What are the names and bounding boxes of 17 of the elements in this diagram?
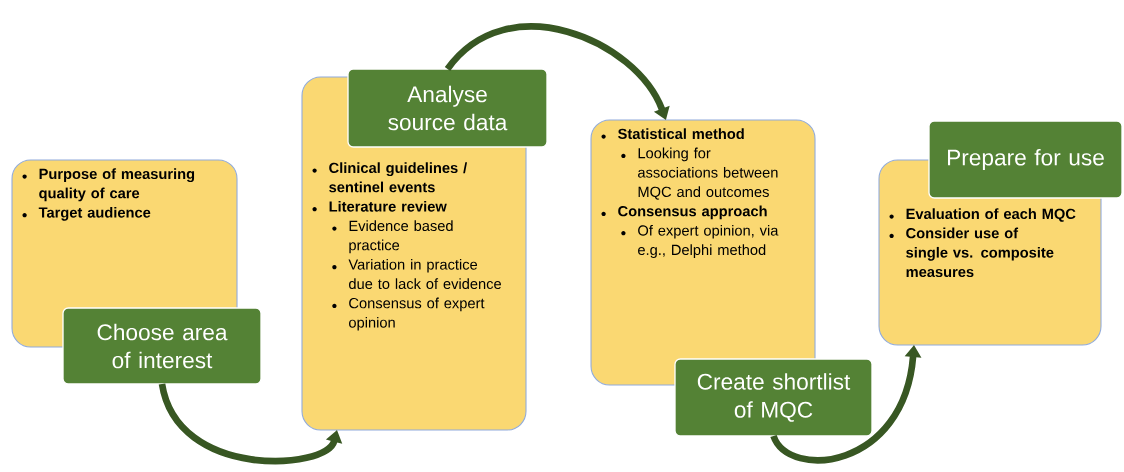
bullet-item: Statistical method [601, 128, 744, 140]
step-header: Prepare for use [928, 120, 1123, 199]
bullet-item: Clinical guidelines / sentinel events [312, 162, 467, 193]
bullet-item: Purpose of measuring quality of care [22, 168, 195, 202]
bullet-item: Consider use of single vs. composite measures [889, 227, 1054, 278]
bullet-item: Literature review [312, 200, 447, 212]
step-header: Create shortlist of MQC [674, 358, 873, 437]
bullet-item: Looking for associations between MQC and outcomes [621, 147, 778, 200]
step-header: Analyse source data [347, 68, 548, 148]
bullet-item: Of expert opinion, via e.g., Delphi method [621, 224, 779, 258]
bullet-item: Variation in practice due to lack of evidence [332, 258, 501, 290]
bullet-item: Evaluation of each MQC [889, 208, 1076, 222]
bullet-item: Target audience [22, 206, 151, 221]
bullet-item: Consensus approach [601, 205, 767, 220]
step-header: Choose area of interest [62, 307, 262, 385]
bullet-item: Consensus of expert opinion [332, 297, 485, 331]
bullet-item: Evidence based practice [332, 220, 453, 254]
